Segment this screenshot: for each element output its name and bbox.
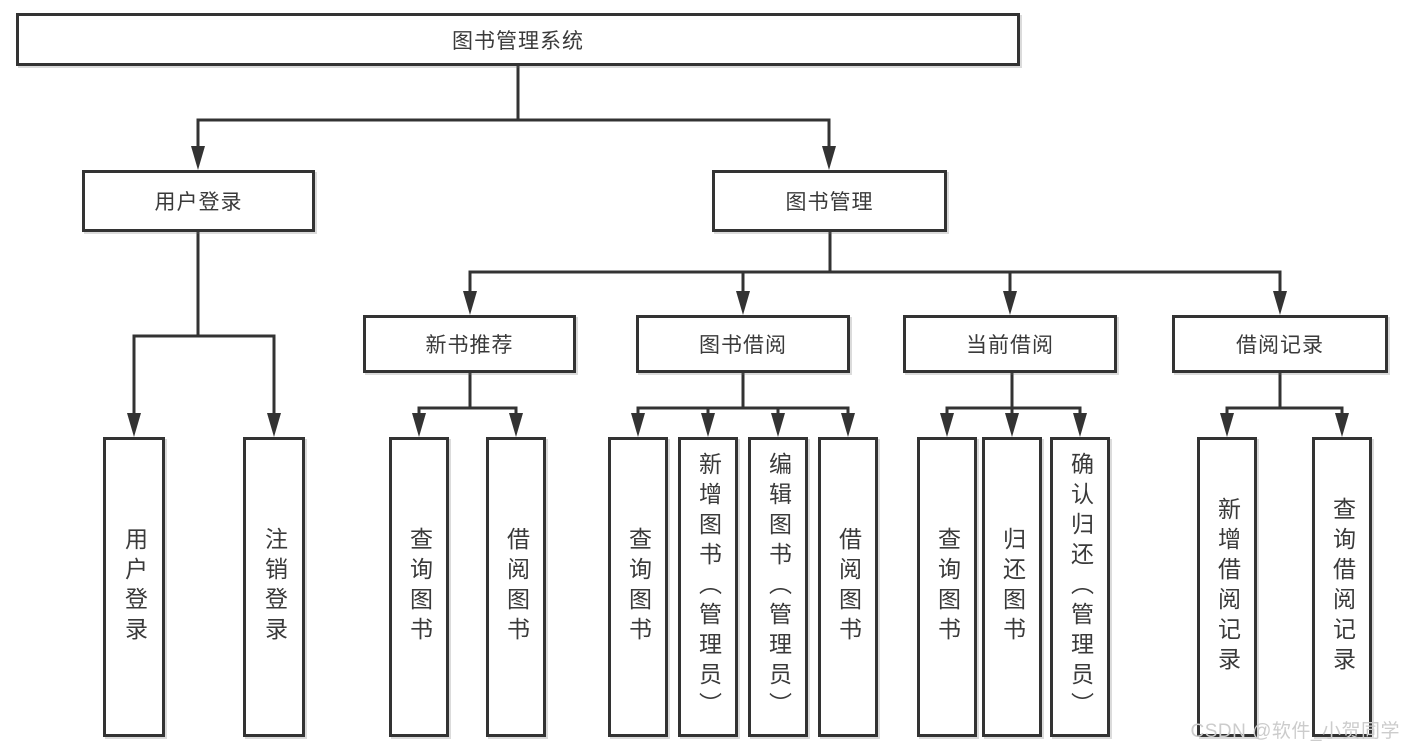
leaf-return-books: 归还图书 <box>982 437 1042 737</box>
node-label: 图书管理 <box>785 191 874 214</box>
node-user-login: 用户登录 <box>82 170 315 232</box>
node-book-borrowing: 图书借阅 <box>636 315 850 373</box>
node-label: 编辑图书（管理员） <box>765 452 792 722</box>
node-label: 查询借阅记录 <box>1329 497 1356 677</box>
node-label: 当前借阅 <box>966 334 1054 357</box>
node-new-book-recommendation: 新书推荐 <box>363 315 576 373</box>
node-book-management: 图书管理 <box>712 170 947 232</box>
node-borrowing-records: 借阅记录 <box>1172 315 1388 373</box>
leaf-borrow-books-borrowing: 借阅图书 <box>818 437 878 737</box>
node-label: 查询图书 <box>625 527 652 647</box>
node-label: 借阅图书 <box>835 527 862 647</box>
node-label: 图书管理系统 <box>452 29 584 53</box>
node-label: 借阅记录 <box>1236 334 1324 357</box>
leaf-add-books-admin: 新增图书（管理员） <box>678 437 738 737</box>
leaf-logout: 注销登录 <box>243 437 305 737</box>
node-label: 归还图书 <box>999 527 1026 647</box>
leaf-query-books-borrowing: 查询图书 <box>608 437 668 737</box>
leaf-borrow-books-recommend: 借阅图书 <box>486 437 546 737</box>
node-label: 新书推荐 <box>425 334 514 357</box>
node-label: 确认归还（管理员） <box>1067 452 1094 722</box>
node-label: 查询图书 <box>406 527 433 647</box>
leaf-query-books-recommend: 查询图书 <box>389 437 449 737</box>
node-label: 注销登录 <box>261 527 288 647</box>
node-label: 用户登录 <box>121 527 148 647</box>
leaf-edit-books-admin: 编辑图书（管理员） <box>748 437 808 737</box>
leaf-confirm-return-admin: 确认归还（管理员） <box>1050 437 1110 737</box>
node-label: 新增图书（管理员） <box>695 452 722 722</box>
node-label: 查询图书 <box>934 527 961 647</box>
leaf-add-borrow-record: 新增借阅记录 <box>1197 437 1257 737</box>
node-current-borrowing: 当前借阅 <box>903 315 1117 373</box>
leaf-query-books-current: 查询图书 <box>917 437 977 737</box>
node-label: 借阅图书 <box>503 527 530 647</box>
node-label: 用户登录 <box>154 191 243 214</box>
leaf-query-borrow-record: 查询借阅记录 <box>1312 437 1372 737</box>
csdn-watermark: CSDN @软件_小贺同学 <box>1190 721 1400 742</box>
leaf-user-login: 用户登录 <box>103 437 165 737</box>
node-label: 新增借阅记录 <box>1214 497 1241 677</box>
node-label: 图书借阅 <box>699 334 787 357</box>
node-library-management-system: 图书管理系统 <box>16 13 1020 66</box>
